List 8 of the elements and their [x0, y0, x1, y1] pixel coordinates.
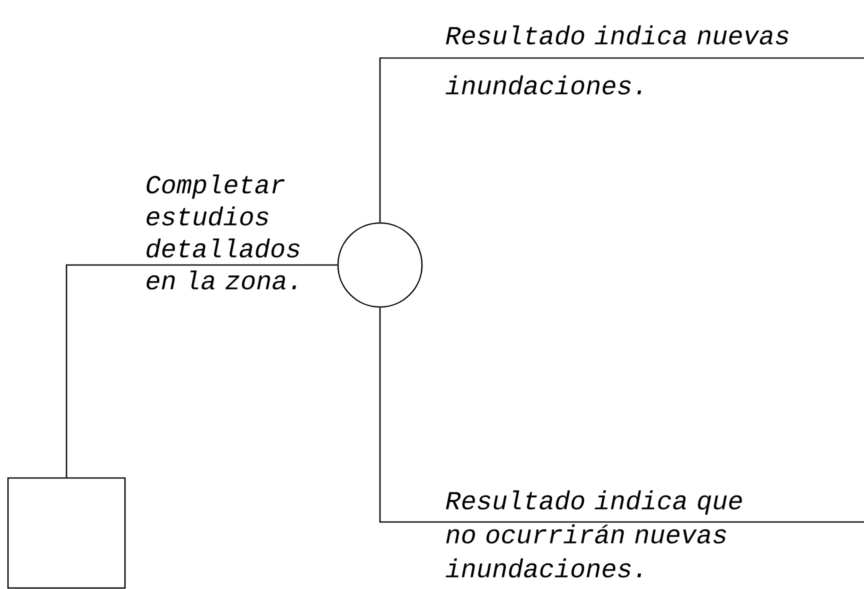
edge-label: Resultado indica nuevas inundaciones.: [446, 25, 788, 95]
chance-circle: [337, 222, 423, 308]
branch-line: [379, 308, 864, 523]
decision-box: [7, 477, 126, 589]
branch-line: [379, 57, 864, 222]
edge-label: Completar estudios detallados en la zona.: [146, 174, 300, 290]
edge-label: Resultado indica que no ocurrirán nuevas inundaciones.: [446, 490, 742, 578]
branch-line: [66, 264, 338, 478]
